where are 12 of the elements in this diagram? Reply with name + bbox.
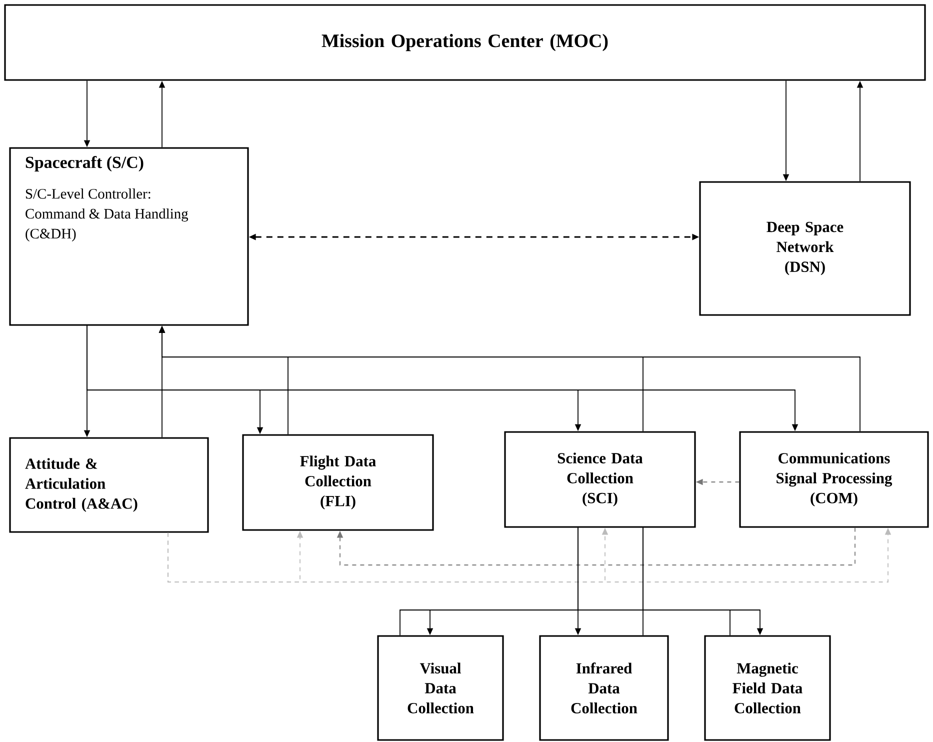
process-box: Spacecraft (S/C) S/C-Level Controller: Command & Data Handling (C&DH) <box>9 147 249 326</box>
process-box: Mission Operations Center (MOC) <box>4 4 926 81</box>
process-box: Science Data Collection (SCI) <box>504 431 696 528</box>
process-box: Infrared Data Collection <box>539 635 669 741</box>
process-box: Visual Data Collection <box>377 635 504 741</box>
dashed-arrow <box>336 527 856 566</box>
process-box: Deep Space Network (DSN) <box>699 181 911 316</box>
process-box: Flight Data Collection (FLI) <box>242 434 434 531</box>
connector-line <box>642 527 730 636</box>
process-box: Attitude & Articulation Control (A&AC) <box>9 437 209 533</box>
process-box: Communications Signal Processing (COM) <box>739 431 929 528</box>
process-box: Magnetic Field Data Collection <box>704 635 831 741</box>
